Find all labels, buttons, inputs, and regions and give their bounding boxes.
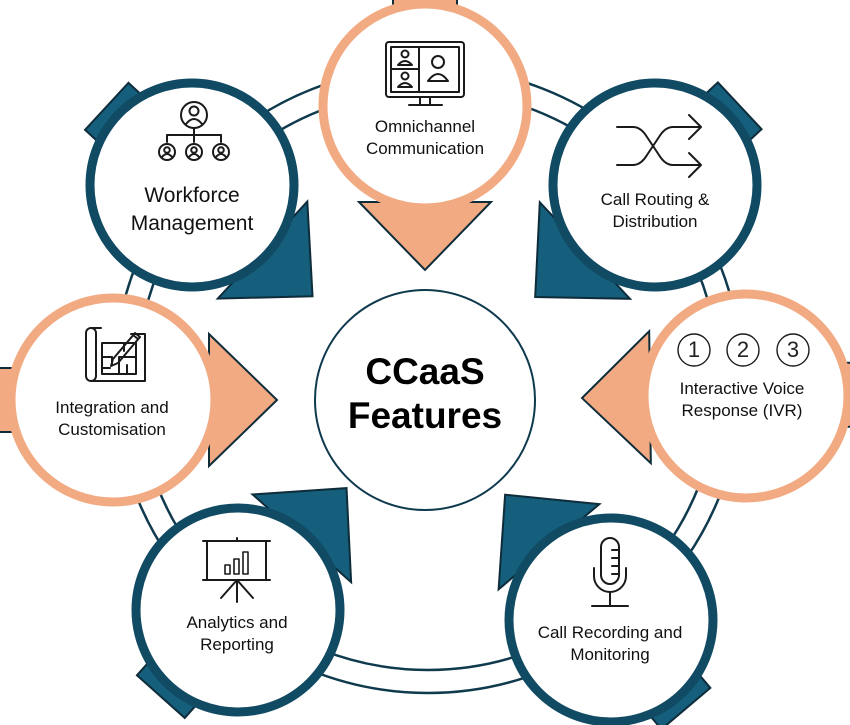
feature-label-call-recording: Call Recording and Monitoring: [510, 622, 710, 666]
feature-label-line-1: Analytics and: [186, 613, 288, 632]
blueprint-pencil-icon: [85, 327, 146, 382]
ivr-option-3-icon: [776, 333, 810, 367]
center-title-line-2: Features: [347, 395, 503, 437]
feature-label-line-2: Reporting: [200, 635, 274, 655]
feature-label-line-2: Distribution: [612, 212, 698, 232]
microphone-icon: [591, 537, 629, 607]
center-circle: [314, 289, 536, 511]
icons-layer: [85, 41, 810, 607]
feature-circle-workforce: [85, 78, 299, 292]
ivr-number-2: 2: [736, 337, 750, 362]
feature-label-line-1: Omnichannel: [374, 117, 476, 136]
ivr-number-1: 1: [687, 337, 701, 362]
feature-label-line-1: Workforce: [144, 184, 240, 207]
feature-circle-integration: [6, 293, 220, 507]
feature-label-line-2: Monitoring: [570, 645, 650, 665]
presentation-chart-icon: [202, 537, 271, 603]
feature-circle-analytics: [131, 503, 345, 717]
feature-label-line-2: Customisation: [58, 420, 166, 440]
feature-label-analytics: Analytics and Reporting: [137, 612, 337, 656]
center-title: CCaaS Features: [315, 350, 535, 439]
feature-label-line-2: Response (IVR): [681, 401, 803, 421]
center-title-line-1: CCaaS: [365, 351, 485, 392]
feature-circle-ivr: [639, 289, 850, 503]
video-conference-icon: [385, 41, 465, 106]
ivr-option-2-icon: [726, 333, 760, 367]
feature-circle-call-recording: [504, 513, 718, 725]
feature-label-ivr: Interactive Voice Response (IVR): [642, 378, 842, 422]
feature-label-integration: Integration and Customisation: [12, 397, 212, 441]
org-chart-icon: [158, 101, 230, 161]
feature-label-line-1: Call Routing &: [600, 190, 710, 209]
feature-label-line-2: Management: [130, 212, 254, 236]
feature-label-line-1: Call Recording and: [537, 623, 683, 642]
ivr-option-1-icon: [677, 333, 711, 367]
feature-label-omnichannel: Omnichannel Communication: [325, 116, 525, 160]
shuffle-arrows-icon: [616, 114, 702, 178]
feature-label-line-1: Interactive Voice: [679, 379, 805, 398]
feature-label-line-2: Communication: [365, 139, 485, 159]
numbered-options-icon: [677, 333, 810, 367]
feature-label-workforce: Workforce Management: [92, 182, 292, 239]
feature-label-call-routing: Call Routing & Distribution: [555, 189, 755, 233]
ivr-number-3: 3: [786, 337, 800, 362]
feature-label-line-1: Integration and: [55, 398, 169, 417]
feature-circle-call-routing: [548, 78, 762, 292]
